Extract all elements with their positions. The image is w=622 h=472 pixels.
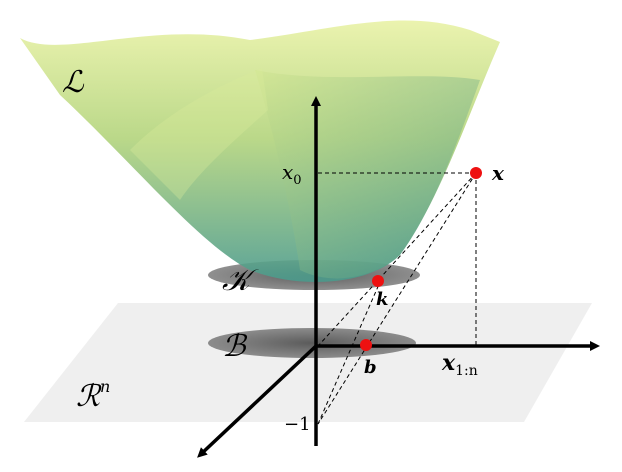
label-x0-base: x: [282, 160, 293, 184]
point-b: [360, 339, 372, 351]
axis-depth: [197, 344, 318, 458]
label-x1n: x1:n: [441, 350, 478, 379]
surface-L-fold: [255, 70, 480, 279]
surface-L-edge: [130, 68, 268, 200]
label-B: ℬ: [222, 329, 248, 364]
label-x1n-sub: 1:n: [455, 363, 478, 379]
label-Rn: ℛn: [76, 377, 110, 414]
label-x0: x0: [282, 160, 302, 188]
label-Rn-exp: n: [100, 377, 110, 396]
label-point-k: k: [376, 289, 388, 310]
label-point-x: x: [491, 161, 505, 185]
label-point-b: b: [364, 357, 377, 378]
point-k: [372, 275, 384, 287]
label-L: ℒ: [62, 65, 85, 100]
label-x1n-base: x: [441, 350, 456, 376]
construction-lines: [317, 172, 477, 425]
label-minus-one: −1: [284, 414, 311, 435]
label-x0-sub: 0: [293, 173, 301, 188]
label-Rn-base: ℛ: [76, 379, 102, 414]
point-x: [470, 167, 482, 179]
plane-Rn: [24, 303, 592, 422]
